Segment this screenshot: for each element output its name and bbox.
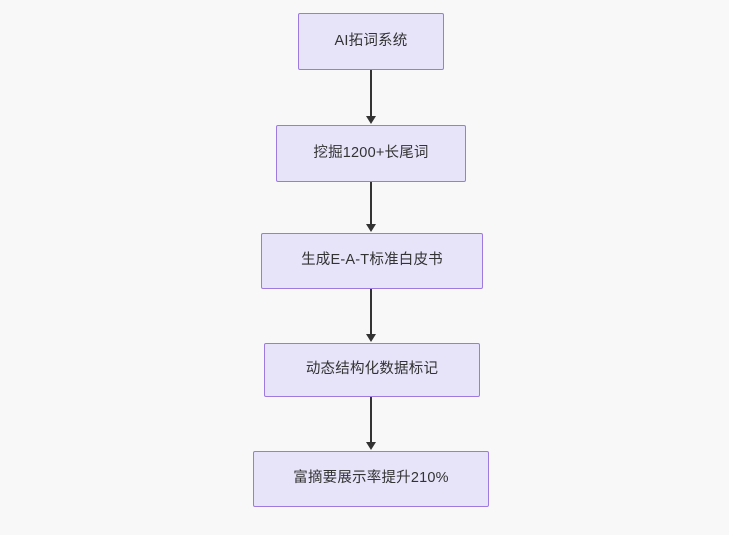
flow-node-structured-data-markup[interactable]: 动态结构化数据标记 — [264, 343, 480, 397]
arrowhead-icon — [365, 224, 376, 232]
flow-node-label: 生成E-A-T标准白皮书 — [301, 252, 443, 269]
flow-edge-line — [370, 289, 372, 335]
flow-node-label: 挖掘1200+长尾词 — [313, 144, 429, 161]
flow-node-label: 动态结构化数据标记 — [305, 361, 439, 378]
flow-node-label: 富摘要展示率提升210% — [293, 470, 449, 487]
flow-node-rich-snippet-result[interactable]: 富摘要展示率提升210% — [253, 451, 489, 507]
arrowhead-icon — [365, 442, 376, 450]
arrowhead-icon — [365, 334, 376, 342]
flow-edge-line — [370, 182, 372, 225]
flow-node-eat-whitepaper[interactable]: 生成E-A-T标准白皮书 — [261, 233, 483, 289]
flow-edge-line — [370, 397, 372, 443]
flow-node-label: AI拓词系统 — [334, 32, 408, 49]
flow-node-longtail-keywords[interactable]: 挖掘1200+长尾词 — [276, 125, 466, 182]
arrowhead-icon — [365, 116, 376, 124]
flow-node-ai-keyword-system[interactable]: AI拓词系统 — [298, 13, 444, 70]
flow-edge-line — [370, 70, 372, 117]
